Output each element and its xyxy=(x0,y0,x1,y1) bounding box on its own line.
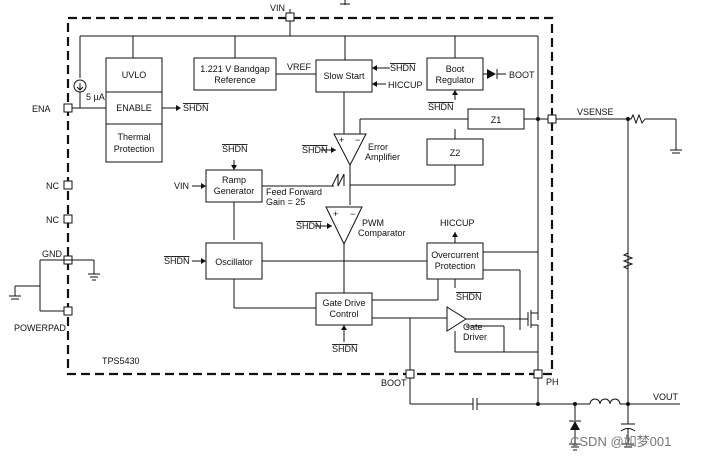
pwm-label-1: PWM xyxy=(362,218,384,228)
bandgap-block xyxy=(193,57,277,91)
gate-driver-label-2: Driver xyxy=(463,332,487,342)
boot-diode-icon xyxy=(483,69,506,79)
shdn-osc-label: SHDN xyxy=(164,256,190,266)
oscillator-block xyxy=(205,242,263,280)
powerpad-label: POWERPAD xyxy=(14,323,66,333)
bandgap-label-2: Reference xyxy=(214,75,256,85)
thermal-label-1: Thermal xyxy=(117,132,150,142)
gate-control-label-2: Control xyxy=(329,309,358,319)
z1-label: Z1 xyxy=(491,115,502,125)
shdn-pwm-label: SHDN xyxy=(296,221,322,231)
thermal-label-2: Protection xyxy=(114,144,155,154)
vin-pin-label: VIN xyxy=(270,3,285,13)
vout-label: VOUT xyxy=(653,392,679,402)
hiccup-slow-label: HICCUP xyxy=(388,80,423,90)
ph-pin xyxy=(533,369,543,379)
watermark: CSDN @如梦001 xyxy=(570,434,671,449)
boot-pin xyxy=(405,369,415,379)
resistor-mid-icon xyxy=(622,250,634,272)
hiccup-oc-label: HICCUP xyxy=(440,218,475,228)
inductor-icon xyxy=(589,398,628,405)
vin-rail xyxy=(79,0,539,320)
ena-pin xyxy=(63,103,73,113)
vin-ramp-label: VIN xyxy=(174,181,189,191)
oscillator-label: Oscillator xyxy=(215,257,253,267)
junction-dot xyxy=(573,402,577,406)
shdn-error-label: SHDN xyxy=(302,145,328,155)
slow-start-block xyxy=(315,59,373,93)
vsense-pin xyxy=(547,114,557,124)
gate-drive-control-block xyxy=(315,292,373,326)
bandgap-label-1: 1.221 V Bandgap xyxy=(200,64,270,74)
output-capacitor-icon xyxy=(620,404,636,448)
error-amplifier-icon xyxy=(333,133,367,167)
gate-driver-icon xyxy=(446,306,467,332)
shdn-oc-label: SHDN xyxy=(456,292,482,302)
ramp-label-1: Ramp xyxy=(222,175,246,185)
shdn-gate-label: SHDN xyxy=(332,344,358,354)
enable-label: ENABLE xyxy=(116,103,152,113)
ena-pin-label: ENA xyxy=(32,104,51,114)
vsense-label: VSENSE xyxy=(577,107,614,117)
current-source-label: 5 µA xyxy=(86,92,105,102)
thermal-block xyxy=(105,123,163,163)
error-amp-label-2: Amplifier xyxy=(365,152,400,162)
boot-regulator-label-1: Boot xyxy=(446,64,465,74)
nc1-label: NC xyxy=(46,181,59,191)
z2-label: Z2 xyxy=(450,148,461,158)
error-amp-label-1: Error xyxy=(368,142,388,152)
nc2-pin xyxy=(63,214,73,224)
gate-control-label-1: Gate Drive xyxy=(322,298,365,308)
error-amp-plus: + xyxy=(339,135,344,145)
ramp-label-2: Generator xyxy=(214,186,255,196)
gnd-label: GND xyxy=(42,249,63,259)
resistor-top-icon xyxy=(628,113,646,125)
external-circuit xyxy=(409,118,682,420)
gate-driver-label-1: Gate xyxy=(463,322,483,332)
diode-icon xyxy=(569,420,581,451)
shdn-ramp-label: SHDN xyxy=(222,144,248,154)
vref-label: VREF xyxy=(287,62,312,72)
ramp-generator-block xyxy=(205,169,263,203)
boot-regulator-block xyxy=(426,57,484,91)
boot-pin-label: BOOT xyxy=(381,378,407,388)
junction-dot xyxy=(536,402,540,406)
shdn-boot-label: SHDN xyxy=(428,102,454,112)
overcurrent-label-1: Overcurrent xyxy=(431,250,479,260)
error-amp-minus: − xyxy=(355,135,360,145)
mosfet-icon xyxy=(527,310,539,370)
uvlo-label: UVLO xyxy=(122,70,147,80)
sawtooth-icon xyxy=(331,173,345,187)
feed-forward-label-1: Feed Forward xyxy=(266,187,322,197)
nc1-pin xyxy=(63,180,73,190)
shdn-enable-label: SHDN xyxy=(183,103,209,113)
junction-dot xyxy=(536,117,540,121)
pwm-minus: − xyxy=(350,209,355,219)
shdn-slow-label: SHDN xyxy=(390,63,416,73)
part-label: TPS5430 xyxy=(102,356,140,366)
pwm-plus: + xyxy=(333,209,338,219)
feed-forward-label-2: Gain = 25 xyxy=(266,197,305,207)
powerpad-pin xyxy=(63,306,73,316)
boot-out-label: BOOT xyxy=(509,70,535,80)
overcurrent-label-2: Protection xyxy=(435,261,476,271)
overcurrent-block xyxy=(426,242,484,280)
vin-pin xyxy=(285,12,295,22)
pwm-label-2: Comparator xyxy=(358,228,406,238)
enable-block xyxy=(105,91,163,125)
pwm-comparator-icon xyxy=(325,206,363,246)
ground-wiring xyxy=(9,259,100,312)
boot-regulator-label-2: Regulator xyxy=(435,75,474,85)
slow-start-label: Slow Start xyxy=(323,71,365,81)
current-source-icon xyxy=(73,79,87,108)
package-border xyxy=(66,16,554,376)
nc2-label: NC xyxy=(46,215,59,225)
ph-pin-label: PH xyxy=(546,377,559,387)
